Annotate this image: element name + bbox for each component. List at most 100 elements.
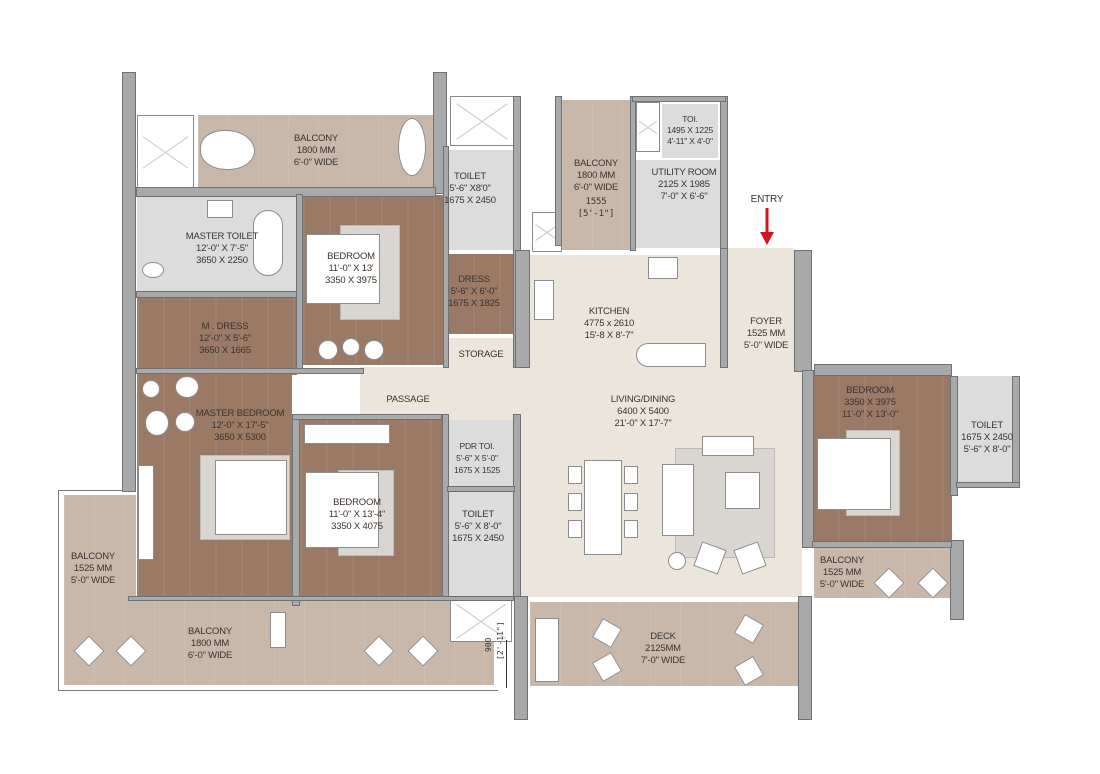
- room-label-balcony-right: BALCONY 1525 MM 5'-0" WIDE: [819, 555, 865, 590]
- room-balcony-top-left: [198, 115, 433, 187]
- wall: [720, 248, 728, 368]
- room-label-utility-room: UTILITY ROOM 2125 X 1985 7'-0" X 6'-6": [651, 167, 717, 202]
- entry-arrow-icon: [760, 208, 774, 245]
- room-label-bedroom-middle: BEDROOM 11'-0" X 13'-4" 3350 X 4075: [328, 497, 386, 532]
- room-label-bedroom-right: BEDROOM 3350 X 3975 11'-0" X 13'-0": [841, 385, 899, 420]
- room-label-toi-utility: TOI. 1495 X 1225 4'-11" X 4'-0": [666, 114, 714, 146]
- dining-chair-icon: [624, 520, 638, 538]
- dimension-note-ft: [2'-11"]: [496, 621, 505, 660]
- wall: [802, 370, 814, 548]
- room-storage: [447, 338, 513, 368]
- room-label-balcony-top-left: BALCONY 1800 MM 6'-0" WIDE: [293, 133, 339, 168]
- room-m-dress: [137, 297, 297, 375]
- wall: [630, 96, 636, 251]
- kitchen-island-icon: [636, 343, 706, 367]
- wall: [292, 416, 300, 606]
- desk-icon: [138, 465, 154, 560]
- armchair-icon: [175, 376, 199, 398]
- wall: [956, 482, 1020, 488]
- wall: [812, 541, 952, 548]
- wall: [720, 96, 728, 251]
- room-label-toilet-top: TOILET 5'-6" X8'0" 1675 X 2450: [444, 171, 496, 206]
- wall: [447, 486, 515, 492]
- toilet-seat-icon: [142, 262, 164, 278]
- room-label-storage: STORAGE: [458, 349, 504, 360]
- wall: [632, 96, 726, 102]
- wall: [798, 596, 812, 720]
- room-label-living-dining: LIVING/DINING 6400 X 5400 21'-0" X 17'-7…: [610, 394, 676, 429]
- armchair-icon: [142, 380, 160, 398]
- wall: [950, 376, 958, 496]
- wall: [136, 368, 364, 374]
- room-label-m-dress: M . DRESS 12'-0" X 5'-6" 3650 X 1665: [199, 321, 251, 356]
- wall: [136, 291, 298, 298]
- dining-chair-icon: [624, 466, 638, 484]
- dining-table-icon: [584, 460, 622, 555]
- dimension-note: 900: [484, 637, 493, 652]
- wall: [443, 146, 449, 368]
- dimension-line: [506, 640, 507, 688]
- coffee-table-icon: [725, 472, 760, 509]
- dining-chair-icon: [568, 466, 582, 484]
- room-toi-utility: [662, 104, 718, 158]
- room-label-toilet-middle: TOILET 5'-6" X 8'-0" 1675 X 2450: [452, 509, 504, 544]
- room-pdr-toi: [447, 420, 513, 488]
- room-dress: [447, 254, 513, 334]
- wall: [950, 540, 964, 620]
- bed-icon: [215, 460, 287, 535]
- shaft-top-mid: [450, 96, 514, 146]
- wall: [292, 414, 442, 420]
- sofa-icon: [200, 130, 255, 170]
- outdoor-table-icon: [270, 612, 286, 648]
- room-label-bedroom-top: BEDROOM 11'-0" X 13' 3350 X 3975: [325, 251, 377, 286]
- balcony-railing-top: [58, 490, 130, 491]
- room-toilet-top: [447, 150, 513, 250]
- sofa-icon: [398, 118, 426, 176]
- room-toilet-middle: [447, 492, 513, 596]
- bed-icon: [305, 472, 379, 548]
- lamp-icon: [668, 552, 686, 570]
- room-utility: [636, 160, 720, 248]
- room-label-master-bedroom: MASTER BEDROOM 12'-0" X 17'-5" 3650 X 53…: [195, 408, 285, 443]
- room-label-balcony-left: BALCONY 1525 MM 5'-0" WIDE: [70, 551, 116, 586]
- stove-icon: [648, 257, 678, 279]
- wall: [514, 596, 528, 720]
- table-icon: [175, 412, 195, 432]
- entry-label: ENTRY: [750, 194, 784, 205]
- sink-icon: [534, 280, 554, 320]
- armchair-icon: [145, 410, 169, 436]
- wall: [555, 96, 562, 246]
- room-toilet-right: [958, 376, 1012, 482]
- wall: [794, 250, 812, 372]
- wall: [128, 596, 514, 601]
- sofa-icon: [662, 464, 694, 536]
- room-label-passage: PASSAGE: [386, 394, 430, 405]
- room-label-deck: DECK 2125MM 7'-0" WIDE: [640, 631, 686, 666]
- room-label-balcony-kitchen: BALCONY 1800 MM 6'-0" WIDE 1555 [5'-1"]: [573, 158, 619, 219]
- washbasin-icon: [207, 200, 233, 218]
- shaft-utility: [636, 102, 660, 152]
- wall: [814, 364, 952, 376]
- room-label-toilet-right: TOILET 1675 X 2450 5'-6" X 8'-0": [961, 420, 1013, 455]
- dining-chair-icon: [624, 493, 638, 511]
- wall: [122, 72, 136, 492]
- wall: [515, 250, 530, 368]
- shaft-top-left: [137, 115, 194, 189]
- dining-chair-icon: [568, 520, 582, 538]
- wall: [442, 414, 449, 600]
- sofa-icon: [535, 618, 559, 682]
- room-label-dress: DRESS 5'-6" X 6'-0" 1675 X 1825: [448, 274, 500, 309]
- bathtub-icon: [253, 210, 283, 276]
- dining-chair-icon: [568, 493, 582, 511]
- wall: [296, 194, 303, 374]
- room-balcony-kitchen: [562, 100, 630, 250]
- room-label-kitchen: KITCHEN 4775 x 2610 15'-8 X 8'-7": [583, 306, 635, 341]
- wall: [513, 414, 521, 600]
- wall: [1012, 376, 1020, 484]
- bed-icon: [817, 438, 891, 510]
- table-icon: [342, 338, 360, 356]
- chair-icon: [364, 340, 384, 360]
- room-label-master-toilet: MASTER TOILET 12'-0" X 7'-5" 3650 X 2250: [185, 231, 259, 266]
- wardrobe-icon: [304, 424, 390, 444]
